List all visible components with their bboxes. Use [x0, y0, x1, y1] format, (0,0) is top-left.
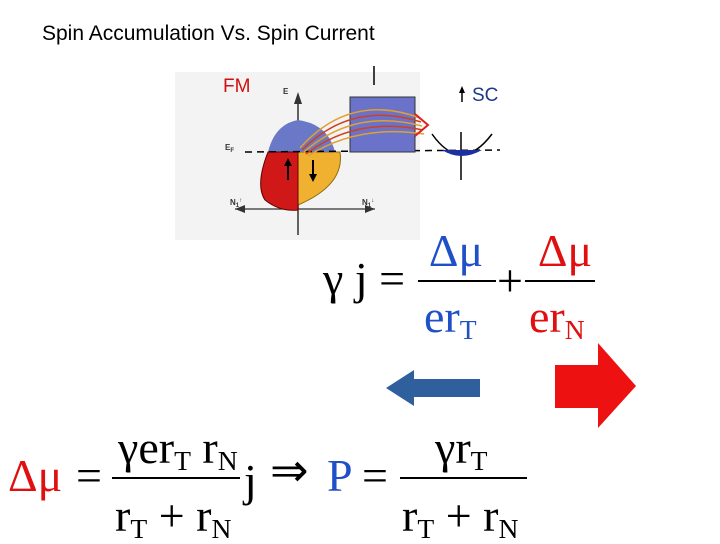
tunnel-barrier [349, 96, 416, 153]
slide-title: Spin Accumulation Vs. Spin Current [42, 22, 375, 45]
axis-ef-label: EF [225, 143, 234, 154]
red-right-arrow [555, 343, 636, 428]
dos-axis-left-arrowhead [235, 205, 245, 213]
equation1-num1: Δμ [428, 225, 484, 276]
equation2-frac-bar [112, 477, 240, 479]
spin-up-dos-empty [268, 120, 298, 152]
equation1-num2: Δμ [537, 225, 593, 276]
equation1-frac1-bar [418, 280, 496, 282]
tunneling-rays [299, 109, 425, 157]
axis-n-down-label: N1↓ [362, 198, 374, 209]
equation1-lhs: γ j = [323, 253, 406, 304]
spin-up-arrowhead [284, 158, 292, 166]
axis-n-up-label: N1↑ [230, 198, 242, 209]
equation2-numerator: γerT rN [118, 422, 238, 476]
spin-down-arrowhead [309, 174, 317, 182]
implies-arrow: ⇒ [270, 445, 309, 496]
fermi-level-line [244, 149, 501, 153]
dos-axis-right-arrowhead [365, 205, 375, 213]
sc-filled-states [442, 150, 482, 156]
equation1-den1: erT [424, 291, 477, 345]
tunneling-arrowhead [414, 113, 430, 137]
blue-left-arrow [386, 370, 480, 406]
equation1-plus: + [497, 255, 523, 306]
equation1-den2: erN [529, 291, 585, 345]
spin-up-dos-filled [260, 151, 299, 211]
equation2-j: j [244, 455, 257, 506]
energy-axis-arrowhead [294, 92, 302, 104]
axis-e-label: E [283, 87, 289, 96]
equation2-equals: = [76, 450, 102, 501]
equation1-frac2-bar [525, 280, 595, 282]
equation2-p-numerator: γrT [435, 422, 488, 476]
sc-spin-arrowhead [459, 86, 465, 93]
spin-down-dos-filled [297, 151, 341, 206]
equation2-p: P [327, 450, 353, 501]
equation2-p-equals: = [362, 450, 388, 501]
equation2-denominator: rT + rN [115, 490, 232, 544]
equation2-p-denominator: rT + rN [402, 490, 519, 544]
fm-label: FM [223, 76, 251, 97]
equation2-p-frac-bar [400, 477, 527, 479]
equation2-lhs: Δμ [8, 450, 63, 501]
sc-label: SC [472, 85, 499, 106]
